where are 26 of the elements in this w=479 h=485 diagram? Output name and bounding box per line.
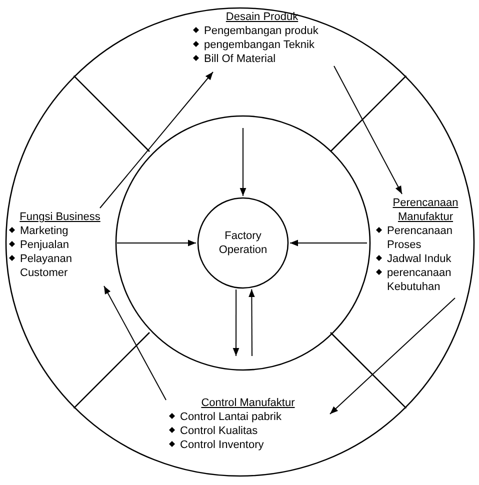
section-heading: Fungsi Business bbox=[18, 210, 102, 224]
arrow bbox=[330, 298, 456, 414]
arrow bbox=[290, 240, 368, 246]
list-item-text: Perencanaan Proses bbox=[387, 224, 454, 252]
arrow bbox=[232, 288, 240, 356]
section-heading: Control Manufaktur bbox=[200, 396, 296, 410]
arrow bbox=[334, 66, 402, 194]
section-heading: Desain Produk bbox=[224, 10, 300, 24]
arrow bbox=[248, 288, 255, 356]
list-item-text: Control Lantai pabrik bbox=[180, 410, 282, 424]
arrow bbox=[240, 128, 246, 196]
arrow bbox=[100, 72, 214, 208]
list-item-text: Penjualan bbox=[20, 238, 69, 252]
node-label: Factory Operation bbox=[218, 229, 268, 257]
list-item-text: Bill Of Material bbox=[204, 52, 276, 66]
list-item-text: perencanaan Kebutuhan bbox=[387, 266, 452, 294]
list-item-text: Marketing bbox=[20, 224, 68, 238]
arrow bbox=[104, 286, 166, 400]
list-item-text: Control Kualitas bbox=[180, 424, 258, 438]
list-item-text: Pelayanan Customer bbox=[20, 252, 73, 280]
arrow bbox=[116, 240, 196, 246]
list-item-text: pengembangan Teknik bbox=[204, 38, 314, 52]
list-item-text: Control Inventory bbox=[180, 438, 264, 452]
list-item-text: Jadwal Induk bbox=[387, 252, 452, 266]
section-heading: Perencanaan Manufaktur bbox=[392, 196, 460, 224]
list-item-text: Pengembangan produk bbox=[204, 24, 318, 38]
